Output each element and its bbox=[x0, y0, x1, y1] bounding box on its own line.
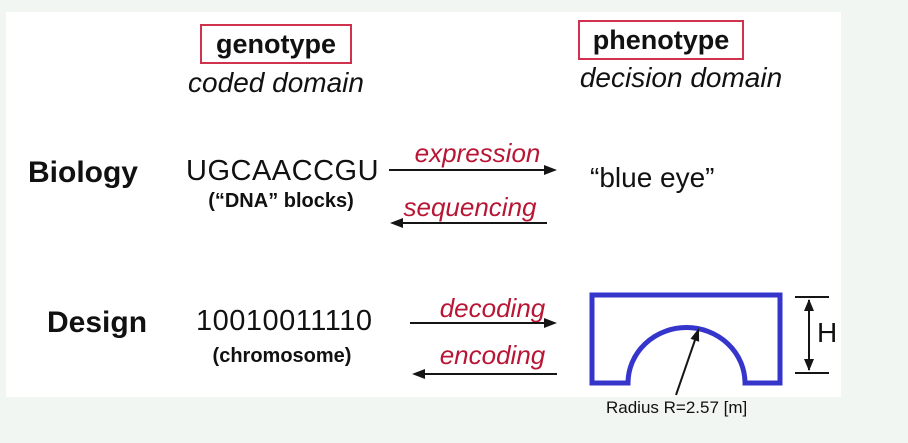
decoding-label: decoding bbox=[439, 293, 546, 323]
decision-domain-label: decision domain bbox=[579, 62, 783, 93]
radius-label: Radius R=2.57 [m] bbox=[606, 398, 748, 417]
encoding-label: encoding bbox=[439, 340, 546, 370]
phenotype-label: phenotype bbox=[592, 24, 730, 55]
decoding-arrowhead-icon bbox=[544, 318, 557, 328]
biology-code: UGCAACCGU bbox=[186, 155, 380, 187]
biology-result: “blue eye” bbox=[590, 162, 715, 193]
design-code: 10010011110 bbox=[196, 305, 373, 337]
design-row-label: Design bbox=[47, 306, 148, 339]
radius-callout-arrow bbox=[675, 328, 700, 396]
height-dimension-arrow bbox=[795, 296, 829, 374]
bridge-figure bbox=[589, 292, 829, 396]
expression-label: expression bbox=[414, 138, 541, 168]
genotype-box: genotype bbox=[200, 24, 352, 64]
genotype-label: genotype bbox=[215, 28, 336, 59]
encoding-arrow-line bbox=[425, 373, 557, 375]
sequencing-label: sequencing bbox=[403, 192, 537, 222]
height-label: H bbox=[817, 317, 838, 348]
expression-arrow-line bbox=[389, 169, 544, 171]
biology-code-note: (“DNA” blocks) bbox=[208, 190, 354, 212]
sequencing-arrow-line bbox=[403, 222, 547, 224]
phenotype-box: phenotype bbox=[578, 20, 744, 60]
decoding-arrow-line bbox=[410, 322, 544, 324]
bridge-shape bbox=[589, 292, 783, 386]
slide-panel bbox=[6, 12, 841, 397]
design-code-note: (chromosome) bbox=[212, 345, 352, 367]
expression-arrowhead-icon bbox=[544, 165, 557, 175]
biology-row-label: Biology bbox=[28, 156, 138, 189]
sequencing-arrowhead-icon bbox=[390, 218, 403, 228]
coded-domain-label: coded domain bbox=[188, 67, 364, 98]
encoding-arrowhead-icon bbox=[412, 369, 425, 379]
